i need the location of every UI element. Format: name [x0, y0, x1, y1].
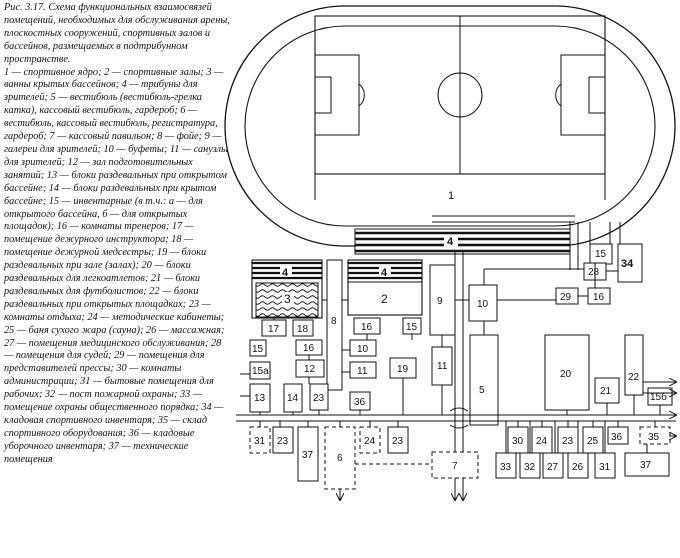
room-10 — [468, 284, 498, 322]
label-31a: 31 — [254, 436, 266, 447]
label-bg-4-mid — [379, 265, 391, 277]
label-15-hall: 15 — [406, 322, 418, 333]
room-11b — [349, 361, 377, 379]
label-15a: 15а — [252, 366, 269, 377]
room-18 — [292, 319, 314, 337]
label-25: 25 — [587, 436, 599, 447]
label-4-main: 4 — [447, 236, 454, 248]
label-24b: 24 — [364, 436, 376, 447]
label-11: 11 — [437, 361, 448, 372]
penalty-arc-left — [358, 83, 365, 107]
label-29: 29 — [560, 292, 572, 303]
label-15b: 15б — [650, 391, 667, 403]
label-26: 26 — [572, 462, 584, 473]
label-1: 1 — [448, 190, 454, 202]
label-28: 28 — [588, 267, 600, 278]
label-33: 33 — [500, 462, 512, 473]
label-15-left: 15 — [252, 344, 264, 355]
label-35: 35 — [648, 432, 660, 443]
label-16-hall: 16 — [361, 322, 373, 333]
room-34 — [617, 243, 643, 283]
caption-title: Рис. 3.17. Схема функциональных взаимосв… — [4, 2, 230, 65]
label-23c: 23 — [392, 436, 404, 447]
label-10b: 10 — [357, 344, 369, 355]
label-7: 7 — [452, 461, 458, 472]
label-10: 10 — [477, 299, 489, 310]
room-27 — [542, 452, 564, 479]
stand-4-main — [354, 228, 571, 255]
room-15a — [249, 361, 271, 380]
label-5: 5 — [479, 385, 485, 396]
label-36a: 36 — [354, 397, 366, 408]
stadium-inner-track — [244, 25, 656, 227]
room-22 — [624, 334, 644, 396]
dashed-boxes — [249, 426, 671, 490]
label-37a: 37 — [302, 450, 314, 461]
caption-legend: 1 — спортивное ядро; 2 — спортивные залы… — [4, 66, 228, 465]
label-23a: 23 — [313, 393, 325, 404]
room-10b — [349, 339, 377, 357]
label-11b: 11 — [357, 366, 368, 377]
label-23d: 23 — [562, 436, 574, 447]
penalty-area-right — [560, 54, 606, 136]
label-30: 30 — [512, 436, 524, 447]
corridor-crossings — [449, 407, 469, 429]
figure-caption: Рис. 3.17. Схема функциональных взаимосв… — [4, 2, 230, 467]
label-23b: 23 — [277, 436, 289, 447]
label-18: 18 — [297, 324, 309, 335]
stadium-exit-lines — [432, 215, 621, 270]
room-23b — [272, 426, 294, 454]
goal-area-right — [588, 76, 606, 114]
field-center-circle — [437, 72, 483, 118]
label-12: 12 — [304, 364, 316, 375]
label-bg-4-left — [280, 265, 292, 277]
label-20: 20 — [560, 369, 572, 380]
label-16-pool: 16 — [303, 343, 315, 354]
sports-core-stadium — [224, 5, 676, 247]
label-22: 22 — [628, 372, 640, 383]
room-12 — [295, 359, 325, 378]
label-24a: 24 — [536, 436, 548, 447]
room-boxes — [249, 243, 673, 482]
label-8: 8 — [331, 316, 337, 327]
room-21 — [594, 377, 620, 404]
room-15-left — [249, 339, 267, 357]
room-5 — [469, 334, 499, 426]
label-36b: 36 — [611, 432, 623, 443]
label-37b: 37 — [640, 460, 652, 471]
label-4-left: 4 — [282, 267, 289, 279]
penalty-arc-right — [555, 83, 562, 107]
goal-area-left — [314, 76, 332, 114]
label-14: 14 — [287, 393, 299, 404]
label-15-top: 15 — [595, 249, 607, 260]
label-19: 19 — [397, 364, 409, 375]
label-27: 27 — [547, 462, 559, 473]
label-13: 13 — [254, 393, 266, 404]
pool-building — [251, 259, 323, 319]
label-6: 6 — [337, 453, 343, 464]
penalty-area-left — [314, 54, 360, 136]
room-labels: 8 9 10 11 5 12 13 14 15 15а 15 15 15б 16… — [252, 249, 667, 473]
label-3: 3 — [284, 292, 291, 306]
room-8 — [326, 259, 343, 391]
stadium-outer-track — [224, 5, 676, 247]
corridors — [236, 252, 676, 500]
label-bg-3 — [282, 292, 294, 305]
label-32: 32 — [524, 462, 536, 473]
label-17: 17 — [268, 324, 280, 335]
label-16-right: 16 — [593, 292, 605, 303]
label-34: 34 — [621, 258, 634, 270]
label-2: 2 — [381, 292, 388, 306]
label-4-mid: 4 — [381, 267, 388, 279]
label-21: 21 — [600, 386, 612, 397]
label-31b: 31 — [599, 462, 611, 473]
label-9: 9 — [437, 296, 443, 307]
